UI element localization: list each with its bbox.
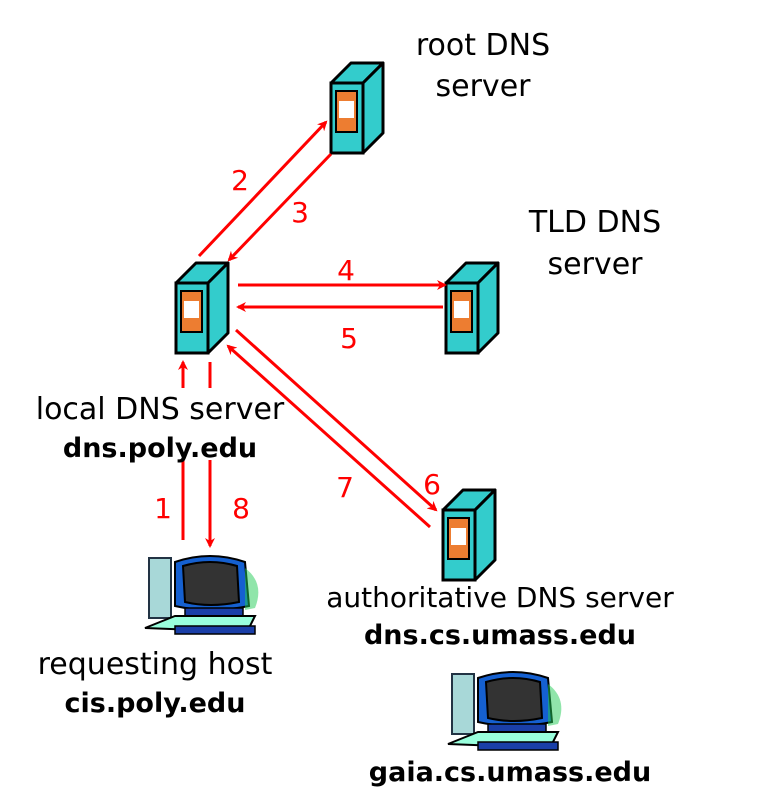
tld-dns-server-icon: [444, 261, 500, 355]
arrow-3: [227, 152, 333, 262]
requesting-label: requesting host: [38, 647, 273, 682]
step-1: 1: [154, 492, 172, 525]
step-8: 8: [232, 492, 250, 525]
local-host: dns.poly.edu: [63, 433, 257, 464]
arrow-6: [234, 328, 438, 512]
requesting-host-computer-icon: [144, 555, 260, 635]
gaia-computer-icon: [447, 671, 563, 751]
tld-label-1: TLD DNS: [528, 205, 661, 240]
authoritative-dns-server-icon: [441, 488, 497, 582]
auth-label: authoritative DNS server: [326, 581, 674, 614]
root-label-2: server: [436, 69, 532, 104]
arrow-7: [226, 344, 432, 529]
step-5: 5: [340, 322, 358, 355]
root-label-1: root DNS: [416, 28, 550, 63]
root-dns-server-icon: [329, 61, 385, 155]
gaia-host: gaia.cs.umass.edu: [369, 757, 651, 788]
step-4: 4: [337, 254, 355, 287]
step-7: 7: [336, 471, 354, 504]
tld-label-2: server: [548, 247, 644, 282]
auth-host: dns.cs.umass.edu: [364, 620, 636, 651]
arrow-2: [197, 120, 328, 258]
query-arrows: [178, 120, 447, 548]
requesting-host: cis.poly.edu: [65, 688, 246, 719]
step-6: 6: [423, 468, 441, 501]
local-dns-server-icon: [174, 261, 230, 355]
step-2: 2: [231, 164, 249, 197]
local-label: local DNS server: [36, 392, 285, 427]
step-3: 3: [291, 196, 309, 229]
